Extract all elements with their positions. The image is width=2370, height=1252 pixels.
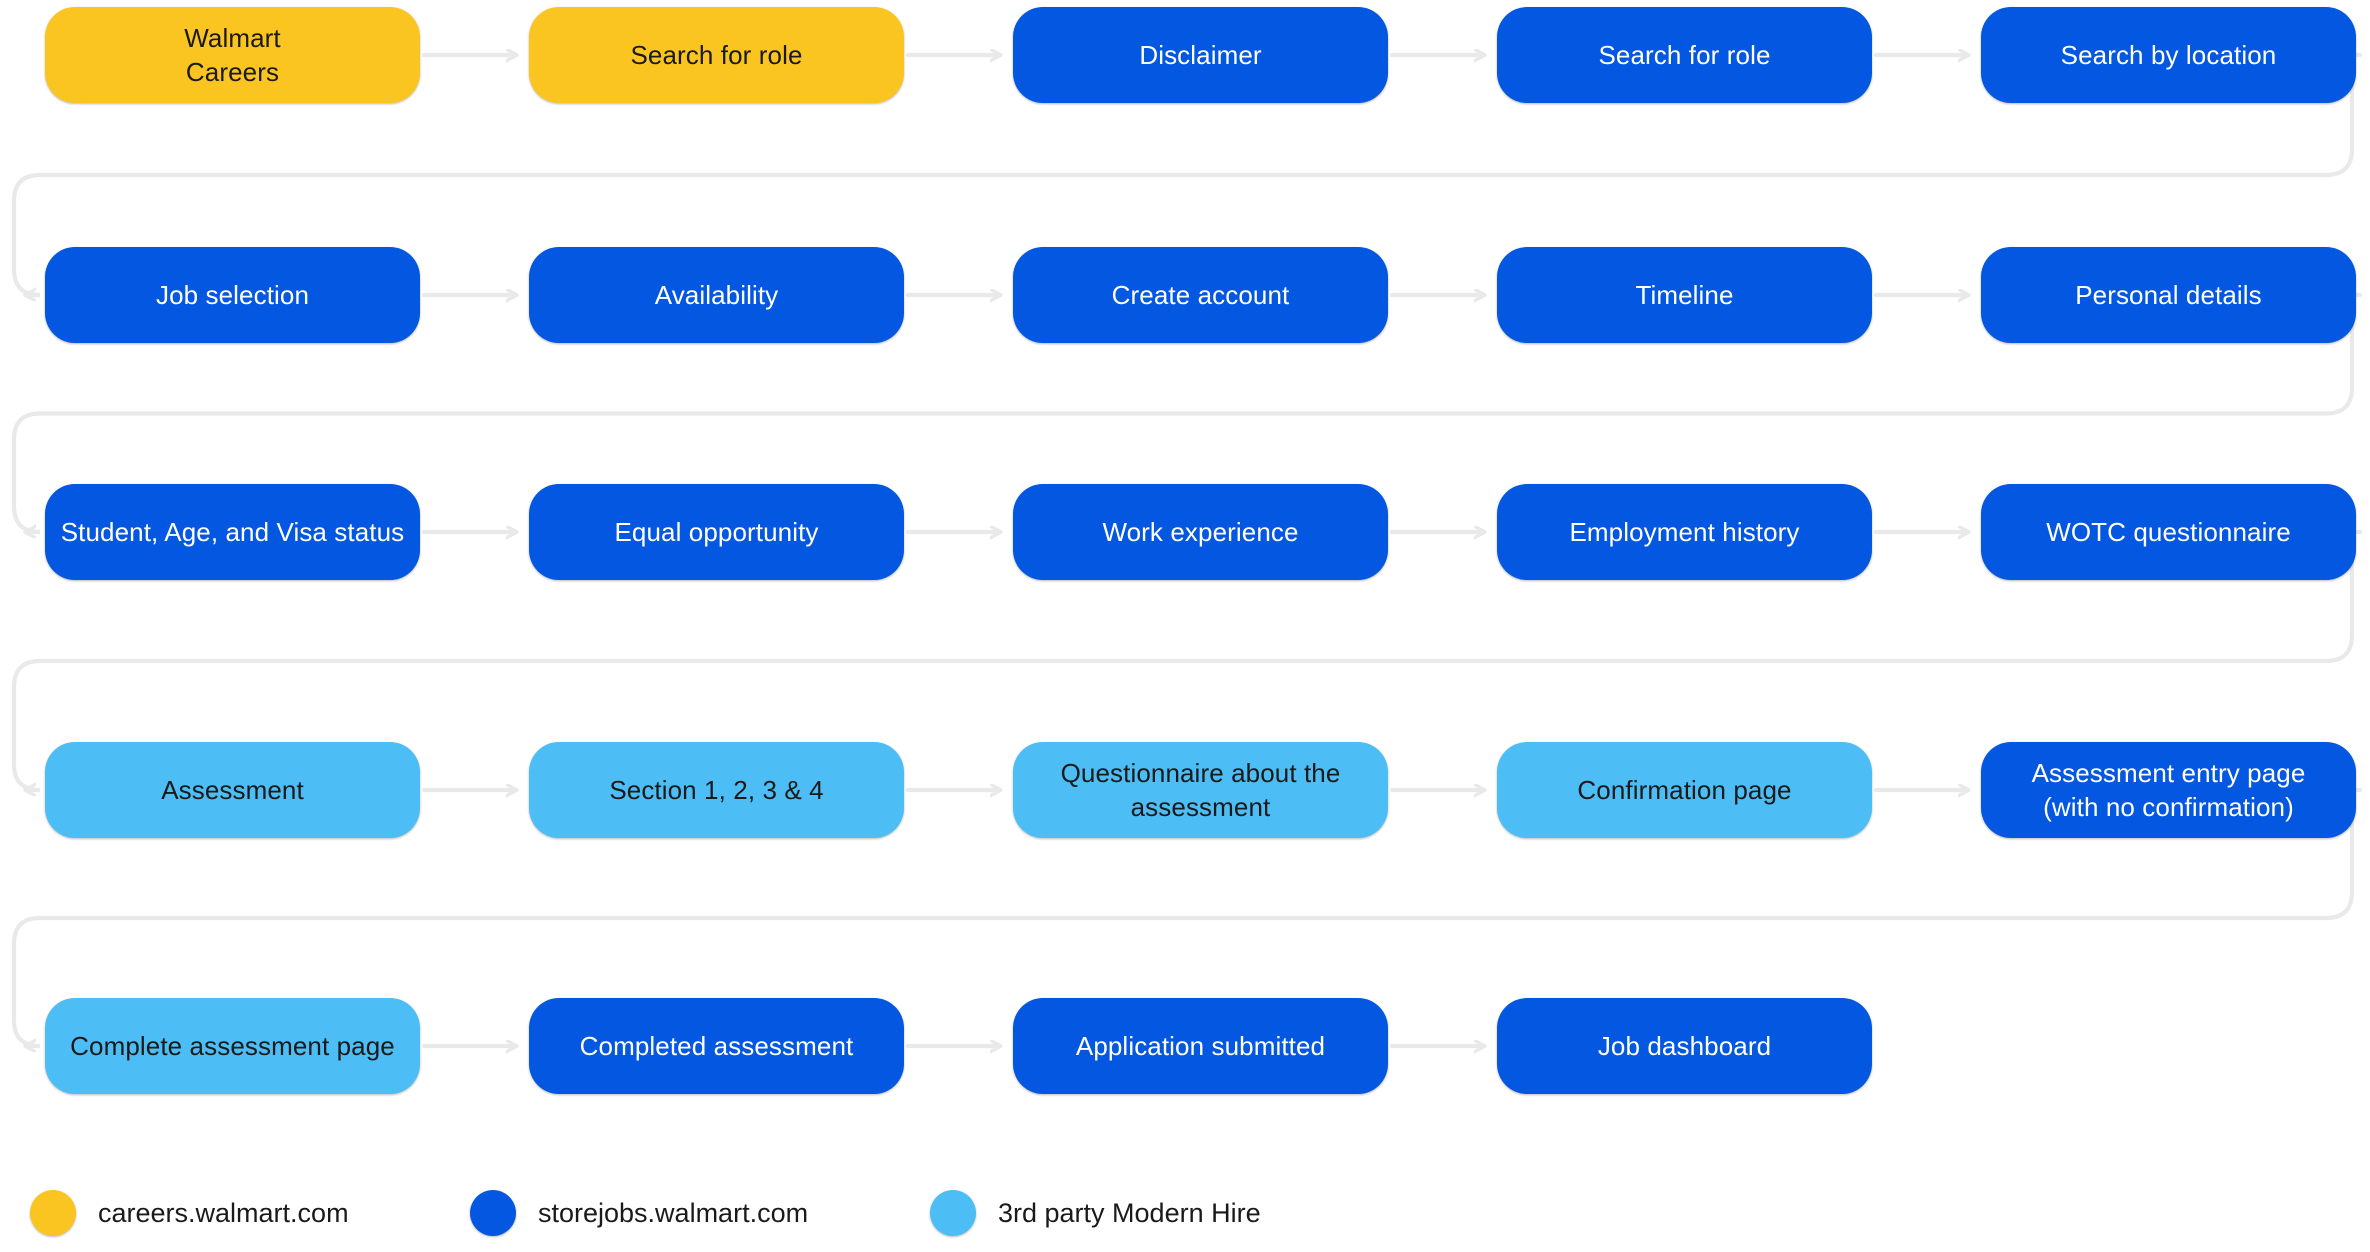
flow-node-label: Complete assessment page [70,1030,395,1061]
flow-node-label: Confirmation page [1577,774,1792,805]
flow-node[interactable]: WOTC questionnaire [1981,484,2356,580]
flow-node-label: Assessment [161,774,304,805]
flow-node-label: Job dashboard [1597,1030,1772,1061]
flow-node-label: Search for role [1598,39,1771,70]
flow-node-label: Availability [654,279,779,310]
flow-node[interactable]: Job selection [45,247,420,343]
flow-node-label: Employment history [1569,516,1800,547]
legend-item-label: storejobs.walmart.com [538,1197,809,1228]
flow-node[interactable]: Timeline [1497,247,1872,343]
legend-swatch-yellow-icon [30,1190,76,1236]
flow-node-label: Completed assessment [579,1030,854,1061]
flow-node[interactable]: Work experience [1013,484,1388,580]
legend-swatch-lblue-icon [930,1190,976,1236]
legend-item-label: careers.walmart.com [98,1197,349,1228]
flow-node[interactable]: Employment history [1497,484,1872,580]
flow-node-label: Search by location [2060,39,2277,70]
flow-node[interactable]: Create account [1013,247,1388,343]
flow-node-label: Section 1, 2, 3 & 4 [609,774,824,805]
flow-node[interactable]: Availability [529,247,904,343]
flow-node[interactable]: Student, Age, and Visa status [45,484,420,580]
flow-node-label: Student, Age, and Visa status [60,516,405,547]
flow-node[interactable]: Confirmation page [1497,742,1872,838]
flow-node[interactable]: Search for role [529,7,904,103]
flow-node[interactable]: Completed assessment [529,998,904,1094]
flow-node-label: Search for role [630,39,803,70]
flow-node-label: Assessment entry page(with no confirmati… [2031,757,2306,822]
flow-node-label: Timeline [1635,279,1734,310]
legend-item-label: 3rd party Modern Hire [998,1197,1261,1228]
legend-item: 3rd party Modern Hire [930,1190,1261,1236]
flow-node[interactable]: Complete assessment page [45,998,420,1094]
flow-node[interactable]: Disclaimer [1013,7,1388,103]
flow-node-label: Create account [1111,279,1290,310]
flow-node[interactable]: Job dashboard [1497,998,1872,1094]
flow-node-label: WOTC questionnaire [2046,516,2291,547]
legend: careers.walmart.com storejobs.walmart.com… [0,1168,2370,1252]
flow-node[interactable]: Application submitted [1013,998,1388,1094]
flow-node-label: Job selection [155,279,310,310]
flow-node[interactable]: Search for role [1497,7,1872,103]
flow-node-label: Work experience [1102,516,1299,547]
legend-item: careers.walmart.com [30,1190,349,1236]
flow-node-label: Personal details [2075,279,2262,310]
flow-node-label: Disclaimer [1139,39,1262,70]
flow-node[interactable]: Equal opportunity [529,484,904,580]
flow-node[interactable]: Assessment entry page(with no confirmati… [1981,742,2356,838]
legend-swatch-blue-icon [470,1190,516,1236]
flow-node[interactable]: Assessment [45,742,420,838]
flow-node[interactable]: Section 1, 2, 3 & 4 [529,742,904,838]
legend-item: storejobs.walmart.com [470,1190,808,1236]
flow-node-label: Equal opportunity [614,516,819,547]
flow-node[interactable]: Personal details [1981,247,2356,343]
flow-node-label: Application submitted [1075,1030,1326,1061]
flow-node[interactable]: Search by location [1981,7,2356,103]
